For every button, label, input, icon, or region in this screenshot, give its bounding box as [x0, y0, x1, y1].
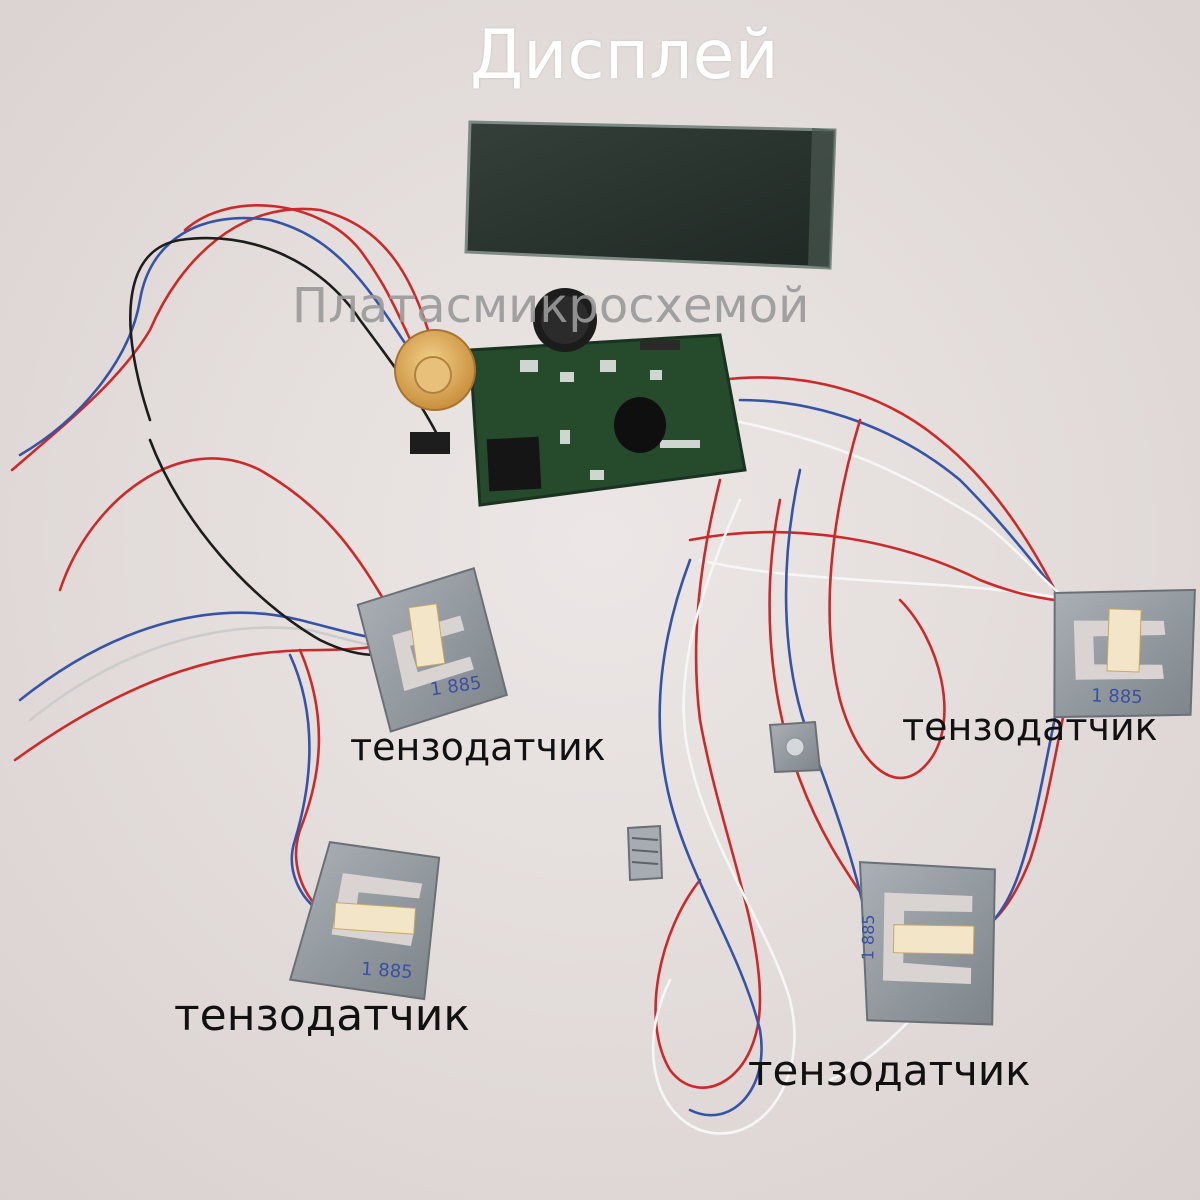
board-caption: Платасмикросхемой [292, 278, 810, 334]
sensor-3-caption: тензодатчик [174, 990, 470, 1041]
sensor-4-mark: 1 885 [858, 914, 878, 960]
potentiometer [533, 288, 597, 352]
sensor-4-caption: тензодатчик [748, 1046, 1031, 1095]
load-cell-1: 1 885 [356, 567, 508, 733]
lcd-display [464, 120, 837, 270]
sensor-1-caption: тензодатчик [350, 725, 606, 769]
load-cell-3: 1 885 [288, 840, 441, 1001]
sensor-2-caption: тензодатчик [902, 705, 1158, 749]
metal-contact-plate [768, 720, 822, 774]
pcb-board [394, 288, 747, 507]
display-caption: Дисплей [470, 16, 779, 95]
load-cell-4: 1 885 [858, 861, 996, 1026]
battery-spring-contact [626, 824, 664, 882]
buzzer [394, 329, 476, 411]
load-cell-2: 1 885 [1053, 588, 1196, 719]
sensor-3-mark: 1 885 [360, 959, 413, 984]
sensor-2-mark: 1 885 [1091, 685, 1143, 708]
